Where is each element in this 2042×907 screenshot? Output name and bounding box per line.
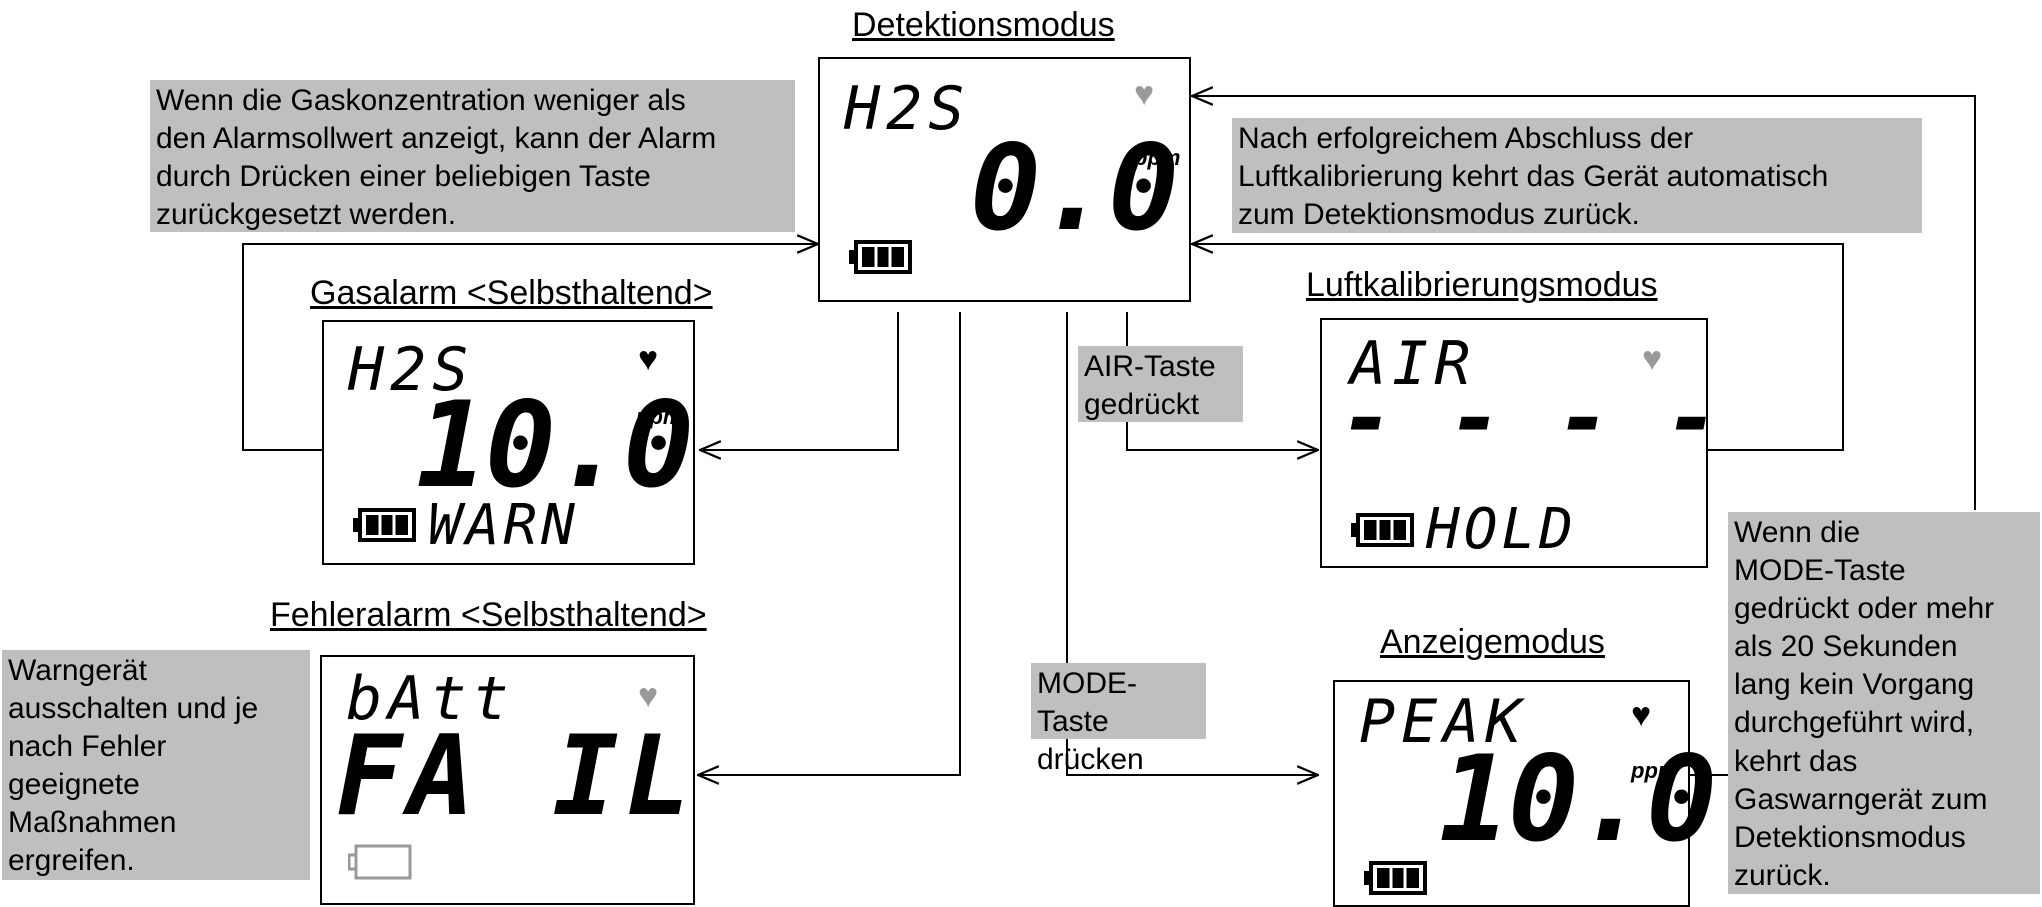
lcd-gas-name: H2S [844,74,971,144]
title-detection-mode: Detektionsmodus [852,6,1115,44]
lcd-unit: ppm [1134,145,1181,170]
title-air-calibration: Luftkalibrierungsmodus [1306,266,1658,304]
battery-empty-icon [348,844,412,880]
arrow-detection-to-fault [698,312,961,775]
lcd-gas-name: H2S [348,335,475,405]
lcd-display-mode: PEAK ♥ 10.0 ppm [1333,680,1717,907]
heart-icon: ♥ [1134,75,1155,113]
arrow-detection-to-display [1066,312,1318,775]
arrow-gasalarm-to-detection [242,244,818,451]
title-display-mode: Anzeigemodus [1380,623,1605,661]
lcd-value: - - - - [1340,366,1720,471]
arrow-air-to-detection [1192,244,1844,451]
heart-icon: ♥ [1631,696,1652,734]
lcd-gas-name: AIR [1350,329,1477,399]
battery-full-icon [1351,513,1414,547]
title-fault-alarm: Fehleralarm <Selbsthaltend> [270,596,707,634]
note-air-key: AIR-Taste gedrückt [1078,346,1243,422]
note-reset-alarm: Wenn die Gaskonzentration weniger als de… [150,80,795,232]
heart-icon: ♥ [1642,340,1663,378]
battery-full-icon [353,508,416,542]
note-mode-key: MODE-Taste drücken [1031,663,1206,776]
lcd-gas-name: PEAK [1359,687,1528,757]
heart-icon: ♥ [638,677,659,715]
lcd-status: HOLD [1426,497,1577,562]
lcd-value: 0.0 [970,119,1179,257]
lcd-fault-alarm: bAtt ♥ FA IL [320,655,695,905]
arrow-mode-return [1192,96,1976,510]
lcd-air-calibration: AIR ♥ - - - - HOLD [1320,318,1719,568]
lcd-value: FA IL [336,712,698,840]
note-mode-return: Wenn die MODE-Taste gedrückt oder mehr a… [1728,512,2040,894]
lcd-unit: ppm [636,404,683,429]
lcd-gas-name: bAtt [346,664,515,734]
arrow-detection-to-gasalarm [700,312,899,450]
lcd-gas-alarm: H2S ♥ 10.0 ppm WARN [322,320,695,565]
title-gas-alarm: Gasalarm <Selbsthaltend> [310,274,713,312]
lcd-value: 10.0 [416,376,694,514]
heart-icon: ♥ [638,340,659,378]
lcd-detection: H2S ♥ 0.0 ppm [818,57,1191,302]
lcd-value: 10.0 [1439,730,1717,868]
lcd-unit: ppm [1631,758,1678,783]
battery-full-icon [1364,861,1427,895]
lcd-status: WARN [428,493,579,558]
battery-full-icon [849,240,912,274]
note-fault-action: Warngerät ausschalten und je nach Fehler… [2,650,310,880]
note-air-return: Nach erfolgreichem Abschluss der Luftkal… [1232,118,1922,233]
